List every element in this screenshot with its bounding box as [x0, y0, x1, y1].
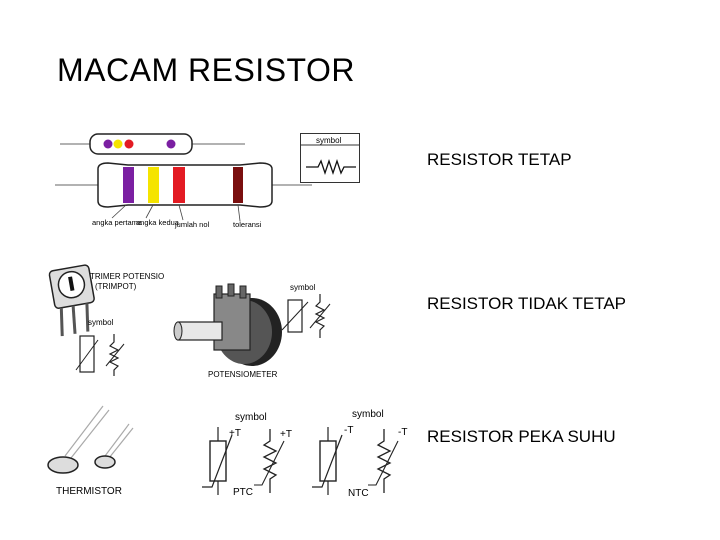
ntc-zigzag [376, 429, 392, 493]
small-band-dot [124, 139, 134, 149]
ntc-box [319, 440, 337, 482]
page-title: MACAM RESISTOR [57, 52, 355, 88]
pot-symbol-label: symbol [290, 283, 316, 292]
potentiometer-illustration: POTENSIOMETER symbol [173, 283, 331, 379]
ptc-plus-t-small: +T [280, 429, 292, 440]
ptc-symbol: symbol +T +T PTC [202, 412, 292, 498]
ntc-symbol: symbol -T -T NTC [312, 409, 407, 499]
small-band-dot [103, 139, 113, 149]
band-multiplier [173, 167, 185, 203]
heading-fixed-resistor: RESISTOR TETAP [427, 150, 572, 169]
thermistor-disc-large [47, 456, 79, 474]
band-label-first: angka pertama [92, 218, 143, 227]
ptc-plus-t-label: +T [229, 428, 241, 439]
trimpot-symbol-box [79, 335, 95, 373]
small-band-dot [113, 139, 123, 149]
fixed-symbol-label: symbol [316, 136, 342, 145]
resistor-symbol-zigzag [306, 158, 356, 176]
thermistor-label: THERMISTOR [56, 486, 122, 497]
heading-variable-resistor: RESISTOR TIDAK TETAP [427, 294, 627, 313]
ntc-minus-t-label: -T [344, 425, 353, 436]
ptc-box [209, 440, 227, 482]
band-label-multiplier: jumlah nol [174, 220, 210, 229]
ptc-symbol-label: symbol [235, 412, 267, 423]
heading-thermal-resistor: RESISTOR PEKA SUHU [427, 427, 616, 446]
small-band-dot [166, 139, 176, 149]
ptc-label: PTC [233, 487, 253, 498]
ntc-symbol-label: symbol [352, 409, 384, 420]
trimpot-label: TRIMER POTENSIO [90, 272, 164, 281]
band-label-second: angka kedua [136, 218, 180, 227]
trimpot-label-abbr: (TRIMPOT) [95, 282, 137, 291]
pot-label: POTENSIOMETER [208, 370, 278, 379]
fixed-resistor-illustration: angka pertama angka kedua jumlah nol tol… [55, 133, 312, 229]
trimpot-symbol-zigzag [108, 334, 120, 376]
ntc-label: NTC [348, 488, 369, 499]
fixed-resistor-symbol: symbol [300, 133, 360, 183]
thermistor-disc-small [94, 455, 116, 469]
band-tolerance [233, 167, 243, 203]
band-label-tolerance: toleransi [233, 220, 262, 229]
pot-shaft [177, 321, 223, 341]
ntc-minus-t-small: -T [398, 427, 407, 438]
trimpot-symbol-label: symbol [88, 318, 114, 327]
small-resistor-body [89, 133, 193, 155]
band-first-digit [123, 167, 134, 203]
ptc-zigzag [262, 429, 278, 493]
band-second-digit [148, 167, 159, 203]
trimpot-illustration: TRIMER POTENSIO (TRIMPOT) symbol [48, 264, 164, 376]
thermistor-illustration: THERMISTOR [47, 405, 134, 497]
